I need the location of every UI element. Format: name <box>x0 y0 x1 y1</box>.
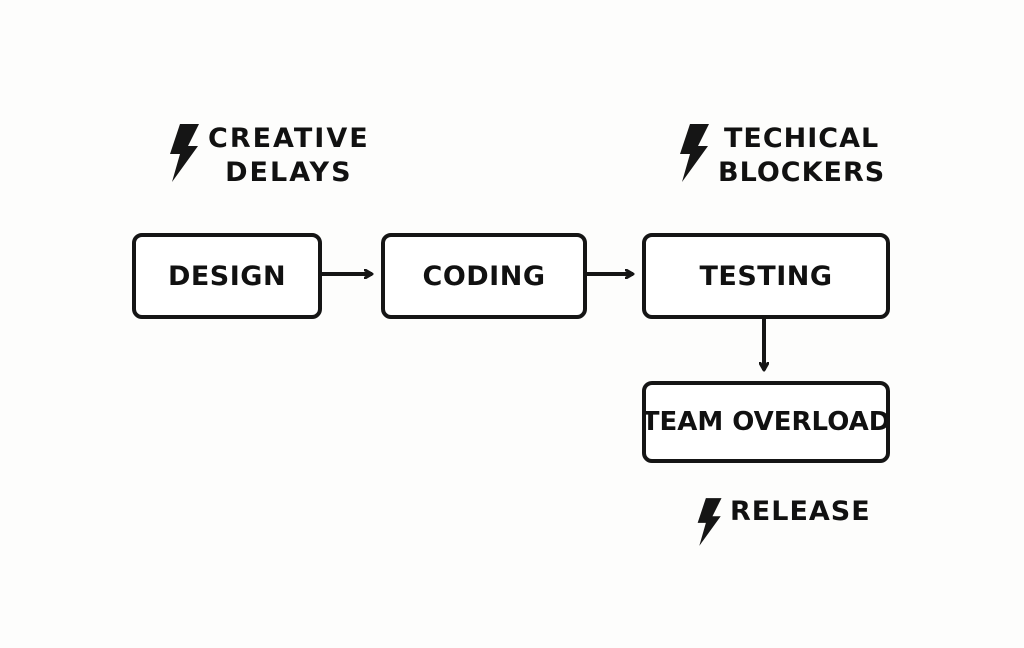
node-team-overload: TEAM OVERLOAD <box>642 381 890 463</box>
lightning-bolt-icon <box>170 124 199 182</box>
node-testing: TESTING <box>642 233 890 319</box>
node-coding: CODING <box>381 233 587 319</box>
annotation-technical-blockers: TECHICAL BLOCKERS <box>678 122 885 190</box>
annotation-creative-delays: CREATIVE DELAYS <box>168 122 370 190</box>
node-testing-label: TESTING <box>699 260 833 292</box>
annotation-technical-blockers-label: TECHICAL BLOCKERS <box>718 123 886 188</box>
node-design-label: DESIGN <box>167 260 287 292</box>
node-team-overload-label: TEAM OVERLOAD <box>642 407 890 437</box>
node-design: DESIGN <box>132 233 322 319</box>
lightning-bolt-icon <box>697 498 722 546</box>
annotation-creative-delays-label: CREATIVE DELAYS <box>208 123 370 188</box>
node-coding-label: CODING <box>422 260 546 292</box>
annotation-release-label: RELEASE <box>730 496 871 527</box>
lightning-bolt-icon <box>680 124 709 182</box>
annotation-release: RELEASE <box>696 496 871 548</box>
